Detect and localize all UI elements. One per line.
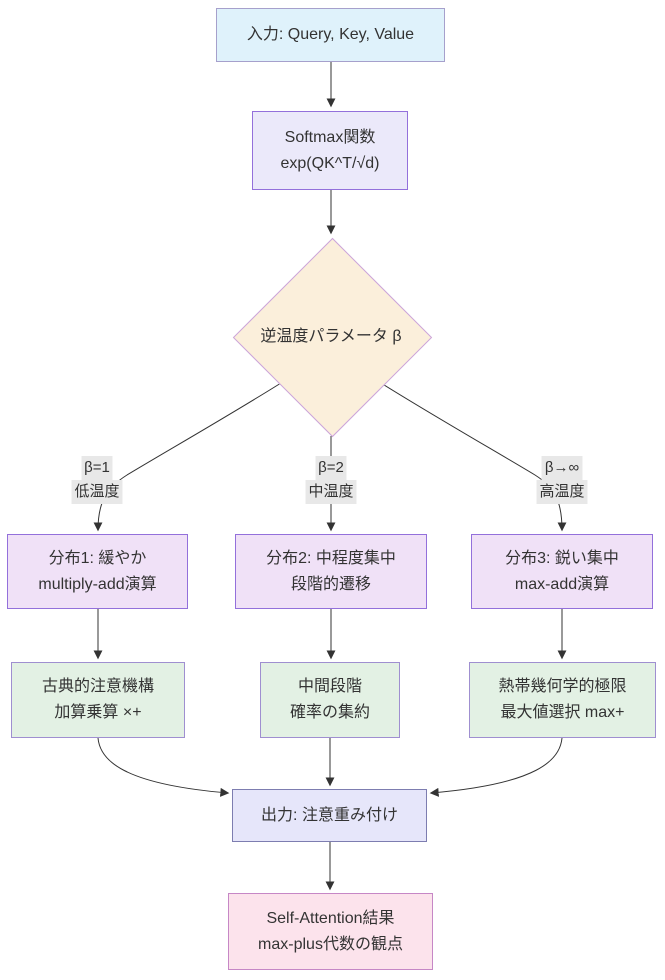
node-dist2-label-line1: 分布2: 中程度集中 [266,549,396,567]
node-dist1: 分布1: 緩やか multiply-add演算 [7,534,188,609]
node-result: Self-Attention結果 max-plus代数の観点 [228,893,433,970]
node-softmax-label-line2: exp(QK^T/√d) [280,154,380,172]
node-tropical-limit: 熱帯幾何学的極限 最大値選択 max+ [469,662,656,738]
node-middle-label-line2: 確率の集約 [289,704,370,721]
node-dist1-label-line1: 分布1: 緩やか [48,549,147,567]
edge-classic-output [97,737,230,797]
node-tropical-label-line2: 最大値選択 max+ [500,704,625,721]
edge-beta-dist1 [93,382,282,532]
edge-label-beta-inf: β→∞ 高温度 [536,456,588,504]
node-dist3-label-line2: max-add演算 [514,575,610,593]
node-dist2: 分布2: 中程度集中 段階的遷移 [235,534,427,609]
node-softmax-label-line1: Softmax関数 [284,128,376,146]
edge-label-beta2: β=2 中温度 [305,456,357,504]
edge-label-beta1: β=1 低温度 [71,456,123,504]
node-output: 出力: 注意重み付け [232,789,427,842]
edge-beta-dist3 [380,382,567,532]
node-beta-decision-label: 逆温度パラメータ β [260,328,402,345]
node-dist3: 分布3: 鋭い集中 max-add演算 [471,534,653,609]
node-classic-label-line1: 古典的注意機構 [41,678,154,695]
node-dist3-label-line1: 分布3: 鋭い集中 [505,549,619,567]
node-output-label: 出力: 注意重み付け [261,806,398,824]
edge-tropical-output [429,737,563,797]
node-input-label: 入力: Query, Key, Value [246,26,415,43]
edge-label-beta1-line2: 低温度 [71,480,123,504]
edge-label-beta1-line1: β=1 [81,456,113,480]
edge-label-beta-inf-line1: β→∞ [541,456,583,480]
edge-label-beta2-line1: β=2 [315,456,347,480]
node-dist2-label-line2: 段階的遷移 [290,575,371,593]
node-classic-label-line2: 加算乗算 ×+ [54,704,142,721]
node-result-label-line2: max-plus代数の観点 [258,935,403,953]
node-input: 入力: Query, Key, Value [216,8,445,62]
node-classic-attention: 古典的注意機構 加算乗算 ×+ [11,662,185,738]
node-softmax: Softmax関数 exp(QK^T/√d) [252,111,408,190]
node-tropical-label-line1: 熱帯幾何学的極限 [498,678,627,695]
edge-label-beta-inf-line2: 高温度 [536,480,588,504]
edge-label-beta2-line2: 中温度 [305,480,357,504]
node-middle-label-line1: 中間段階 [297,678,362,695]
node-result-label-line1: Self-Attention結果 [266,909,395,927]
node-dist1-label-line2: multiply-add演算 [38,575,157,593]
node-intermediate-stage: 中間段階 確率の集約 [260,662,400,738]
